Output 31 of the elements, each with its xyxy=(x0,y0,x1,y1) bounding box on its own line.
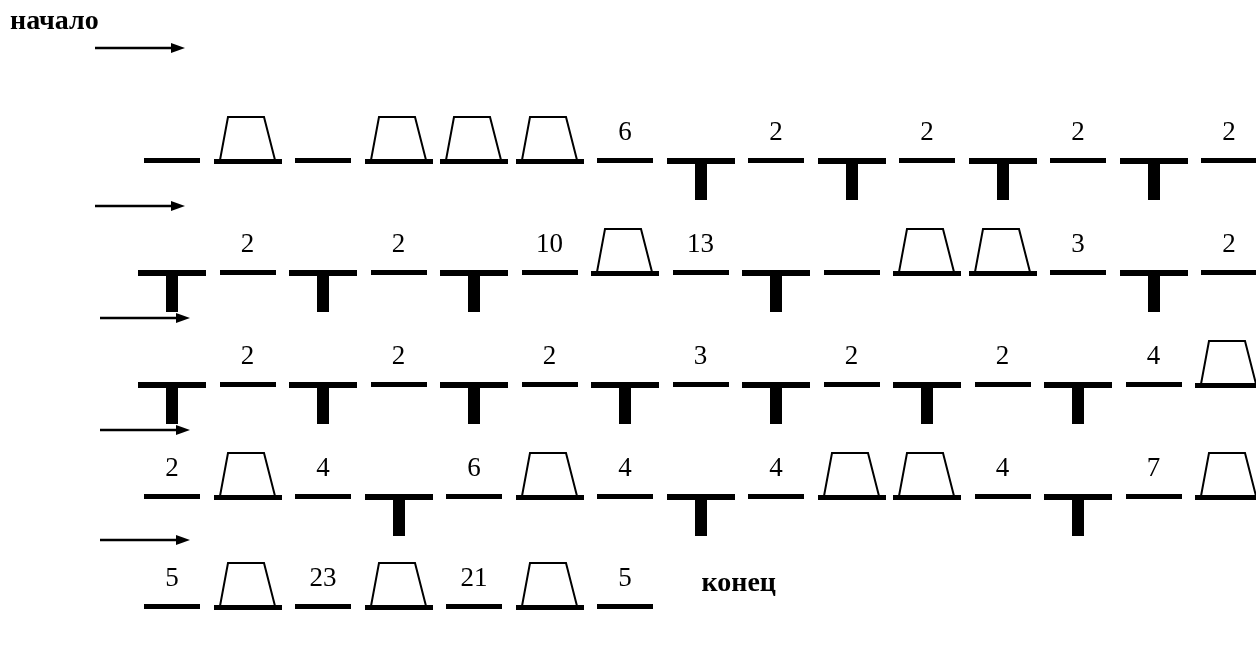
end-label: конец xyxy=(701,566,776,598)
segment-number: 4 xyxy=(768,452,784,482)
segment-number: 2 xyxy=(541,340,558,370)
segment-number: 13 xyxy=(686,228,715,258)
segment-number: 2 xyxy=(1221,228,1237,258)
segment-number: 2 xyxy=(239,340,256,370)
start-label: начало xyxy=(10,4,99,36)
segment-number: 4 xyxy=(617,452,633,482)
segment-number: 2 xyxy=(164,452,180,482)
segment-number: 3 xyxy=(692,340,709,370)
segment-number: 4 xyxy=(1145,340,1162,370)
segment-number: 3 xyxy=(1070,228,1086,258)
segment-number: 7 xyxy=(1145,452,1162,482)
segment-number: 2 xyxy=(919,116,935,146)
segment-number: 5 xyxy=(164,562,180,592)
segment-number: 21 xyxy=(459,562,489,592)
segment-number: 4 xyxy=(315,452,331,482)
segment-number: 2 xyxy=(1221,116,1237,146)
segment-number: 6 xyxy=(466,452,482,482)
segment-number: 2 xyxy=(768,116,784,146)
segment-number: 23 xyxy=(308,562,338,592)
segment-number: 2 xyxy=(1070,116,1086,146)
segment-number: 2 xyxy=(843,340,860,370)
segment-number: 4 xyxy=(994,452,1011,482)
segment-number: 2 xyxy=(239,228,256,258)
segment-number: 5 xyxy=(617,562,633,592)
segment-number: 6 xyxy=(617,116,633,146)
segment-number: 2 xyxy=(390,228,407,258)
segment-number: 10 xyxy=(535,228,564,258)
segment-number: 2 xyxy=(994,340,1011,370)
segment-number: 2 xyxy=(390,340,407,370)
